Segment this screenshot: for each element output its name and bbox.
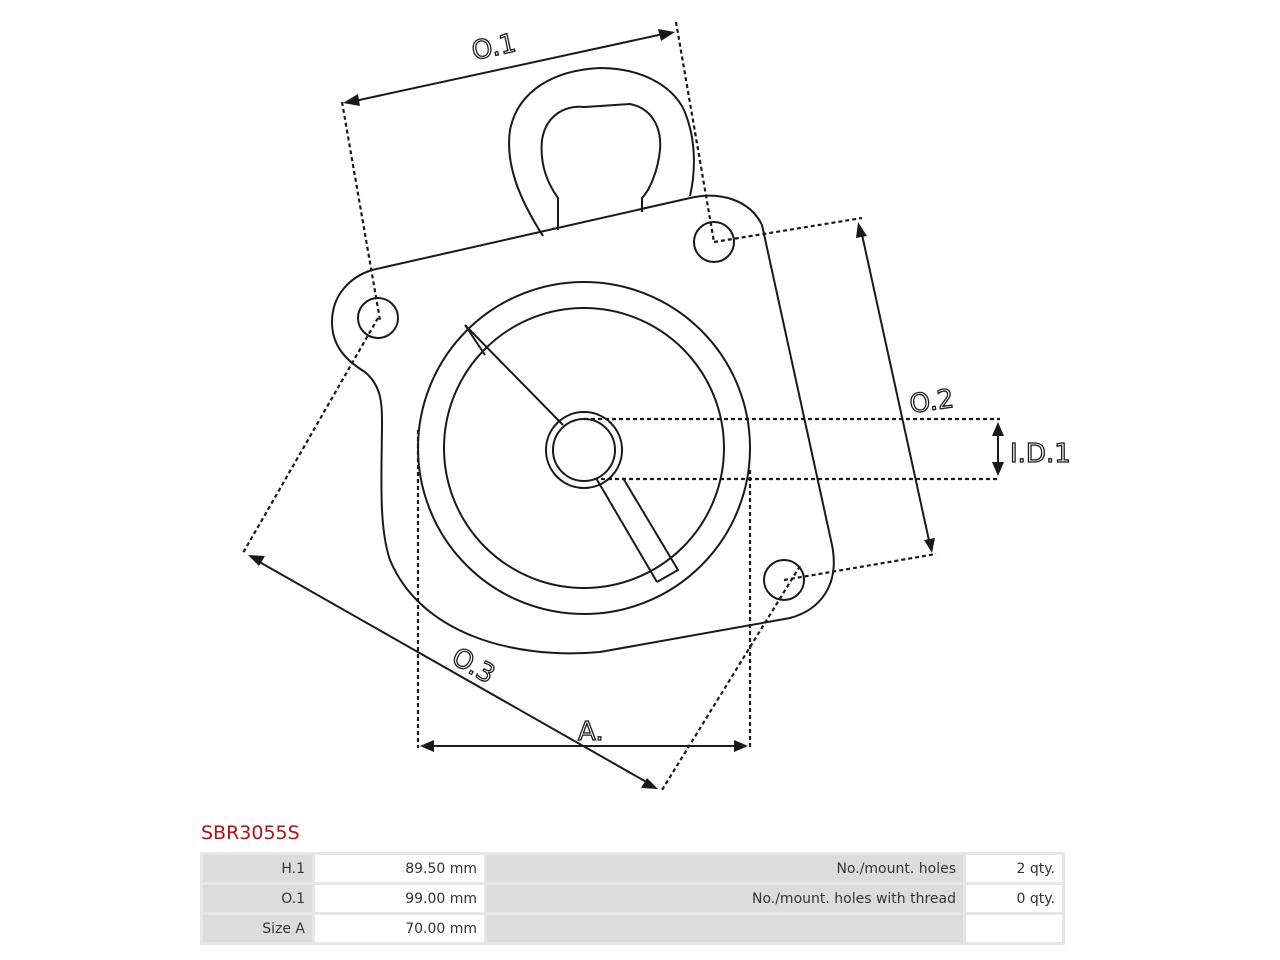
spec-label-secondary: No./mount. holes with thread xyxy=(487,885,963,912)
o3-dimension-line xyxy=(255,559,651,785)
o1-arrow-right xyxy=(658,29,675,41)
spec-value-secondary: 2 qty. xyxy=(966,855,1062,882)
technical-drawing: O.1 O.2 I.D.1 O.3 A. xyxy=(242,21,1071,791)
spec-value-secondary: 0 qty. xyxy=(966,885,1062,912)
pilot-segment-top xyxy=(464,324,564,426)
o3-extension-right xyxy=(661,565,801,791)
o2-arrow-top xyxy=(856,222,867,238)
o2-extension-bottom xyxy=(783,552,937,582)
pilot-inner-circle xyxy=(443,307,725,589)
o3-arrow-left xyxy=(248,555,265,566)
o1-arrow-left xyxy=(343,94,360,106)
pilot-segment-bottom xyxy=(595,477,658,583)
o3-label: O.3 xyxy=(447,642,500,690)
o2-extension-top xyxy=(713,216,863,244)
a-arrow-right xyxy=(734,740,748,752)
terminal-tab-inner xyxy=(540,102,662,230)
mounting-hole-left xyxy=(357,297,399,339)
o1-dimension-line xyxy=(349,32,669,103)
pilot-segment-top-edge xyxy=(464,324,486,356)
o2-arrow-bottom xyxy=(924,538,935,553)
flange-outline xyxy=(330,194,835,655)
center-bore-outer xyxy=(545,411,623,489)
o3-arrow-right xyxy=(641,778,658,789)
o2-label: O.2 xyxy=(908,384,956,420)
spec-value: 89.50 mm xyxy=(315,855,484,882)
pilot-outer-circle xyxy=(417,281,751,615)
center-bore-inner xyxy=(552,418,616,482)
terminal-tab-outer xyxy=(508,66,695,237)
spec-label-secondary xyxy=(487,915,963,942)
spec-value-secondary xyxy=(966,915,1062,942)
o2-dimension-line xyxy=(860,229,931,546)
spec-value: 99.00 mm xyxy=(315,885,484,912)
id1-arrow-bottom xyxy=(992,462,1004,476)
o1-extension-right xyxy=(674,21,716,243)
mounting-hole-top-right xyxy=(693,221,735,263)
o3-extension-left xyxy=(242,317,379,554)
id1-arrow-top xyxy=(992,422,1004,436)
o1-extension-left xyxy=(340,101,382,321)
product-code-title: SBR3055S xyxy=(201,822,300,844)
spec-label: H.1 xyxy=(203,855,312,882)
o1-label: O.1 xyxy=(469,28,518,67)
mounting-hole-bottom-right xyxy=(763,559,805,601)
spec-value: 70.00 mm xyxy=(315,915,484,942)
spec-label: Size A xyxy=(203,915,312,942)
pilot-segment-bottom-edge xyxy=(622,477,680,583)
spec-label-secondary: No./mount. holes xyxy=(487,855,963,882)
a-arrow-left xyxy=(420,740,434,752)
a-label: A. xyxy=(578,717,604,747)
spec-label: O.1 xyxy=(203,885,312,912)
id1-label: I.D.1 xyxy=(1010,439,1071,469)
